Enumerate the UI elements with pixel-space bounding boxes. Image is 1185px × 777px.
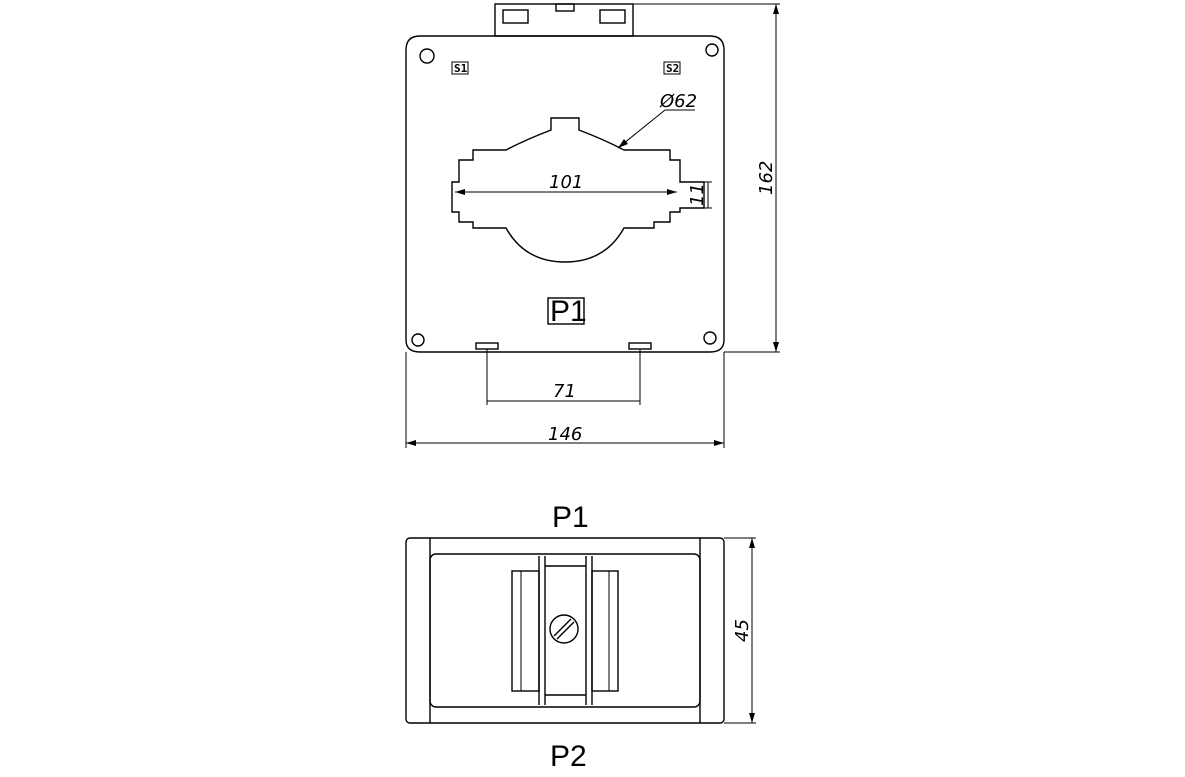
dimension-slot-height: 11: [680, 181, 712, 209]
corner-hole-bottom-right: [703, 331, 717, 345]
svg-text:11: 11: [687, 183, 708, 206]
dimension-overall-width: 146: [405, 352, 725, 448]
side-view-top-label: P1: [552, 501, 589, 534]
dimension-mount-spacing: 71: [486, 349, 641, 405]
mounting-tab-left: [475, 342, 499, 350]
mounting-tab-right: [628, 342, 652, 350]
dimension-overall-height: 162: [633, 3, 780, 353]
terminal-s1-label: S1: [454, 62, 468, 75]
svg-text:101: 101: [549, 172, 583, 193]
side-view-bottom-label: P2: [550, 740, 587, 773]
svg-text:162: 162: [756, 161, 777, 195]
front-body-outline: [405, 35, 725, 353]
primary-p1-marking: P1: [550, 295, 587, 328]
dimension-hole-diameter: Ø62: [617, 91, 697, 149]
primary-window-outline: [451, 117, 705, 263]
side-body-outer: [405, 537, 725, 724]
corner-hole-bottom-left: [411, 333, 425, 347]
top-terminal-block: [494, 3, 634, 37]
corner-hole-top-right: [705, 43, 719, 57]
dimension-depth: 45: [724, 537, 756, 724]
svg-text:71: 71: [553, 381, 576, 402]
busbar-clamp: [511, 556, 619, 705]
corner-hole-top-left: [419, 48, 435, 64]
dimension-window-width: 101: [455, 172, 677, 195]
svg-text:146: 146: [548, 424, 582, 445]
terminal-s2-label: S2: [666, 62, 679, 75]
svg-text:Ø62: Ø62: [659, 91, 697, 112]
svg-text:45: 45: [732, 619, 753, 642]
screw-head: [549, 614, 579, 644]
side-body-inner: [429, 553, 701, 708]
side-view: P1: [405, 501, 756, 773]
front-view: S1 S2 101 11 Ø62 P1: [405, 3, 780, 448]
